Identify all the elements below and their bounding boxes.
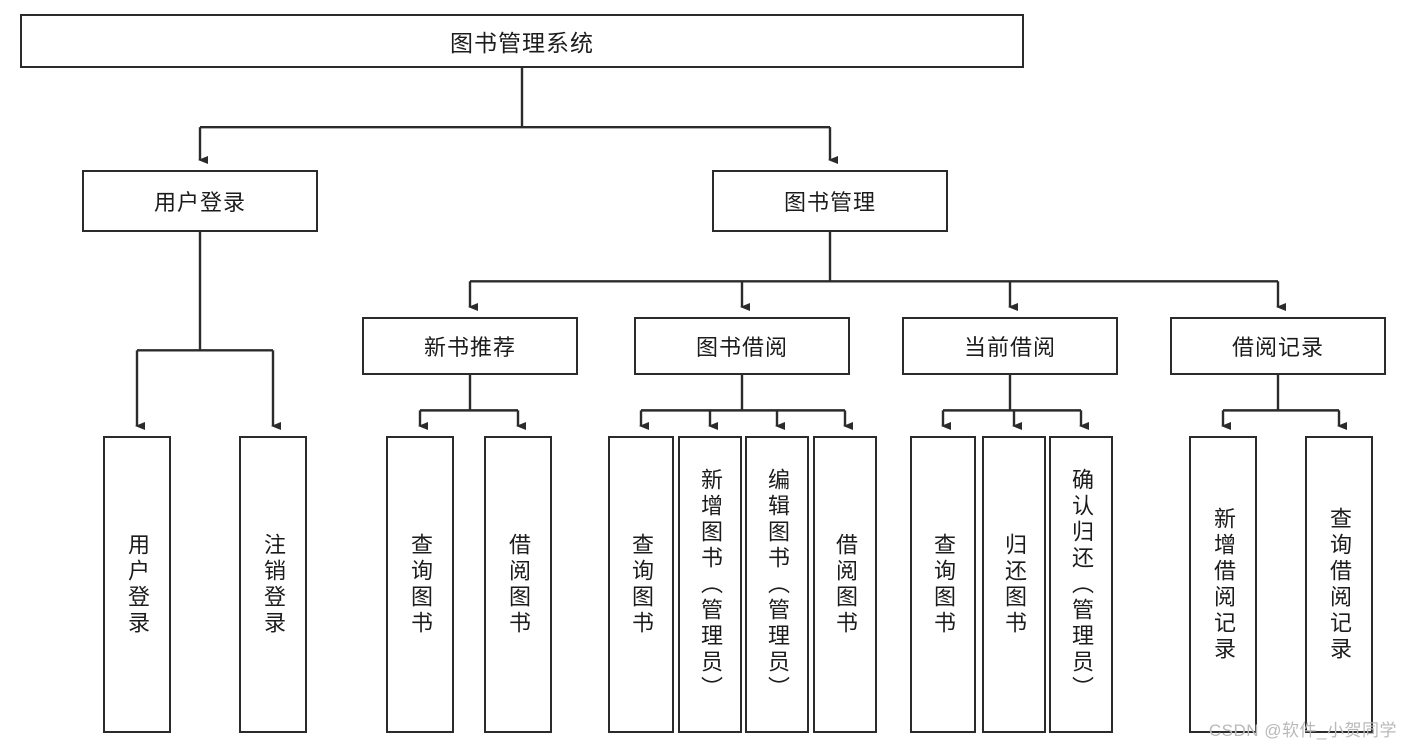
node-leaf-query-record[interactable]: 查询借阅记录 xyxy=(1305,436,1373,733)
node-user-login[interactable]: 用户登录 xyxy=(82,170,318,232)
node-borrow-record[interactable]: 借阅记录 xyxy=(1170,317,1386,375)
watermark-text: CSDN @软件_小贺同学 xyxy=(1208,721,1397,740)
node-label: 当前借阅 xyxy=(963,335,1056,360)
node-leaf-query-book-1[interactable]: 查询图书 xyxy=(386,436,454,733)
node-label: 借阅图书 xyxy=(506,532,531,637)
node-label: 借阅图书 xyxy=(833,532,858,637)
node-root[interactable]: 图书管理系统 xyxy=(20,14,1024,68)
node-leaf-add-book[interactable]: 新增图书（管理员） xyxy=(678,436,742,733)
node-leaf-return-book[interactable]: 归还图书 xyxy=(982,436,1046,733)
node-label: 借阅记录 xyxy=(1231,335,1324,360)
node-label: 查询图书 xyxy=(408,532,433,637)
node-label: 查询图书 xyxy=(629,532,654,637)
node-leaf-borrow-book-2[interactable]: 借阅图书 xyxy=(813,436,877,733)
node-label: 新增借阅记录 xyxy=(1211,506,1236,663)
node-label: 编辑图书（管理员） xyxy=(765,467,790,702)
node-book-manage[interactable]: 图书管理 xyxy=(712,170,948,232)
node-label: 用户登录 xyxy=(125,532,150,637)
node-label: 注销登录 xyxy=(261,532,286,637)
node-leaf-borrow-book-1[interactable]: 借阅图书 xyxy=(484,436,552,733)
node-label: 用户登录 xyxy=(153,190,246,215)
node-leaf-user-login[interactable]: 用户登录 xyxy=(103,436,171,733)
node-label: 图书管理系统 xyxy=(450,30,594,56)
node-leaf-user-logout[interactable]: 注销登录 xyxy=(239,436,307,733)
node-label: 图书借阅 xyxy=(695,335,788,360)
node-label: 查询借阅记录 xyxy=(1327,506,1352,663)
node-current-borrow[interactable]: 当前借阅 xyxy=(902,317,1118,375)
node-leaf-edit-book[interactable]: 编辑图书（管理员） xyxy=(745,436,809,733)
node-label: 新增图书（管理员） xyxy=(698,467,723,702)
node-leaf-confirm-return[interactable]: 确认归还（管理员） xyxy=(1049,436,1113,733)
node-new-book-rec[interactable]: 新书推荐 xyxy=(362,317,578,375)
node-book-borrow[interactable]: 图书借阅 xyxy=(634,317,850,375)
node-label: 图书管理 xyxy=(783,190,876,215)
node-leaf-query-book-3[interactable]: 查询图书 xyxy=(910,436,976,733)
node-label: 确认归还（管理员） xyxy=(1069,467,1094,702)
node-leaf-query-book-2[interactable]: 查询图书 xyxy=(608,436,674,733)
node-label: 新书推荐 xyxy=(423,335,516,360)
node-leaf-add-record[interactable]: 新增借阅记录 xyxy=(1189,436,1257,733)
node-label: 查询图书 xyxy=(931,532,956,637)
node-label: 归还图书 xyxy=(1002,532,1027,637)
